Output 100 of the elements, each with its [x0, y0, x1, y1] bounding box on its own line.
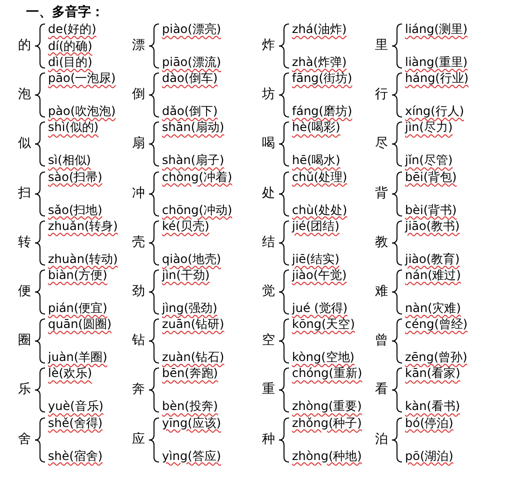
pinyin-reading: fáng(磨坊)	[292, 104, 352, 120]
pinyin-reading: zhá(油炸)	[292, 22, 347, 37]
pinyin-reading: chù(处处)	[292, 202, 348, 218]
pinyin-reading: dǎo(倒下)	[162, 104, 218, 120]
pinyin-reading: zhuǎn(转身)	[48, 218, 118, 234]
character: 炸	[262, 38, 275, 54]
pinyin-reading: jié(团结)	[292, 218, 340, 234]
character: 钻	[132, 333, 145, 350]
character: 扇	[132, 136, 145, 152]
pinyin-reading: quān(圆圈)	[48, 317, 112, 332]
pinyin-reading: jiào(教育)	[405, 252, 460, 267]
pinyin-reading: kān(看家)	[405, 366, 460, 382]
pinyin-reading: jǐn(尽管)	[405, 153, 453, 168]
character: 乐	[18, 382, 31, 398]
pinyin-reading: ké(贝壳)	[162, 218, 210, 234]
character: 转	[18, 234, 31, 251]
pinyin-reading: chǔ(处理)	[292, 170, 348, 185]
pinyin-reading: shān(扇动)	[162, 120, 224, 136]
pinyin-reading: jué (觉得)	[292, 301, 348, 316]
pinyin-reading: juàn(羊圈)	[48, 350, 108, 366]
character: 扫	[18, 186, 31, 202]
pinyin-reading: shì(似的)	[48, 120, 99, 136]
pinyin-reading: shè(宿舍)	[48, 448, 103, 464]
character: 行	[375, 87, 388, 104]
pinyin-reading: liáng(测里)	[405, 22, 468, 37]
pinyin-reading: kōng(天空)	[292, 317, 355, 332]
character: 背	[375, 186, 388, 202]
pinyin-reading: dí(的确)	[48, 38, 92, 54]
pinyin-reading: chòng(冲着)	[162, 170, 232, 185]
pinyin-reading: qiào(地壳)	[162, 252, 222, 267]
pinyin-reading: sǎo(扫地)	[48, 202, 102, 218]
pinyin-reading: bèn(投奔)	[162, 399, 218, 414]
pinyin-reading: hè(喝彩)	[292, 120, 340, 136]
pinyin-reading: zhà(炸弹)	[292, 55, 347, 70]
pinyin-reading: kòng(空地)	[292, 350, 354, 366]
character: 喝	[262, 136, 275, 152]
pinyin-reading: bó(停泊)	[405, 416, 454, 431]
pinyin-reading: sì(相似)	[48, 153, 91, 168]
pinyin-reading: zuān(钻研)	[162, 317, 224, 332]
pinyin-reading: kàn(看书)	[405, 399, 460, 414]
character: 重	[262, 382, 275, 398]
character: 舍	[18, 432, 31, 448]
pinyin-reading: zhǒng(种子)	[292, 416, 362, 431]
pinyin-reading: sào(扫帚)	[48, 170, 102, 185]
pinyin-reading: jìn(干劲)	[162, 268, 210, 283]
pinyin-reading: yìng(答应)	[162, 448, 222, 464]
character: 觉	[262, 284, 275, 300]
character: 的	[18, 38, 31, 54]
character: 似	[18, 136, 31, 152]
character: 漂	[132, 38, 145, 54]
character: 圈	[18, 333, 31, 350]
pinyin-reading: bèi(背书)	[405, 202, 457, 218]
pinyin-reading: jiāo(教书)	[405, 218, 460, 234]
heading: 一、多音字：	[26, 4, 104, 21]
character: 看	[375, 382, 388, 398]
character: 教	[375, 234, 388, 251]
pinyin-reading: piào(漂亮)	[162, 22, 222, 37]
pinyin-reading: zuàn(钻石)	[162, 350, 224, 366]
pinyin-reading: pián(便宜)	[48, 301, 108, 316]
pinyin-reading: nàn(灾难)	[405, 301, 461, 316]
pinyin-reading: céng(曾经)	[405, 317, 468, 332]
pinyin-reading: zhòng(重要)	[292, 399, 362, 414]
pinyin-reading: hē(喝水)	[292, 153, 340, 168]
character: 倒	[132, 87, 145, 104]
character: 应	[132, 432, 145, 448]
pinyin-reading: de(好的)	[48, 22, 96, 37]
character: 劲	[132, 284, 145, 300]
character: 种	[262, 432, 275, 448]
character: 奔	[132, 382, 145, 398]
pinyin-reading: dì(目的)	[48, 55, 92, 70]
pinyin-reading: zhuàn(转动)	[48, 252, 118, 267]
pinyin-reading: chóng(重新)	[292, 366, 362, 382]
pinyin-reading: háng(行业)	[405, 71, 469, 86]
character: 泡	[18, 87, 31, 104]
pinyin-reading: lè(欢乐)	[48, 366, 92, 382]
character: 冲	[132, 186, 145, 202]
pinyin-reading: dào(倒车)	[162, 71, 218, 86]
pinyin-reading: jìng(强劲)	[162, 301, 218, 316]
pinyin-reading: nán(难过)	[405, 268, 461, 283]
pinyin-reading: bēn(奔跑)	[162, 366, 218, 382]
pinyin-reading: jiào(午觉)	[292, 268, 347, 283]
pinyin-reading: bēi(背包)	[405, 170, 457, 185]
character: 结	[262, 234, 275, 251]
character: 壳	[132, 234, 145, 251]
pinyin-reading: xíng(行人)	[405, 104, 464, 120]
pinyin-reading: shàn(扇子)	[162, 153, 224, 168]
pinyin-reading: pào(吹泡泡)	[48, 104, 116, 120]
character: 泊	[375, 432, 388, 448]
pinyin-reading: zhòng(种地)	[292, 448, 362, 464]
pinyin-reading: fāng(街坊)	[292, 71, 352, 86]
character: 里	[375, 38, 388, 54]
pinyin-reading: yīng(应该)	[162, 416, 222, 431]
pinyin-reading: liàng(重里)	[405, 55, 468, 70]
character: 难	[375, 284, 388, 300]
character: 便	[18, 284, 31, 300]
character: 尽	[375, 136, 388, 152]
pinyin-reading: zēng(曾孙)	[405, 350, 468, 366]
pinyin-reading: pō(湖泊)	[405, 448, 454, 464]
character: 坊	[262, 87, 275, 104]
pinyin-reading: chōng(冲动)	[162, 202, 232, 218]
